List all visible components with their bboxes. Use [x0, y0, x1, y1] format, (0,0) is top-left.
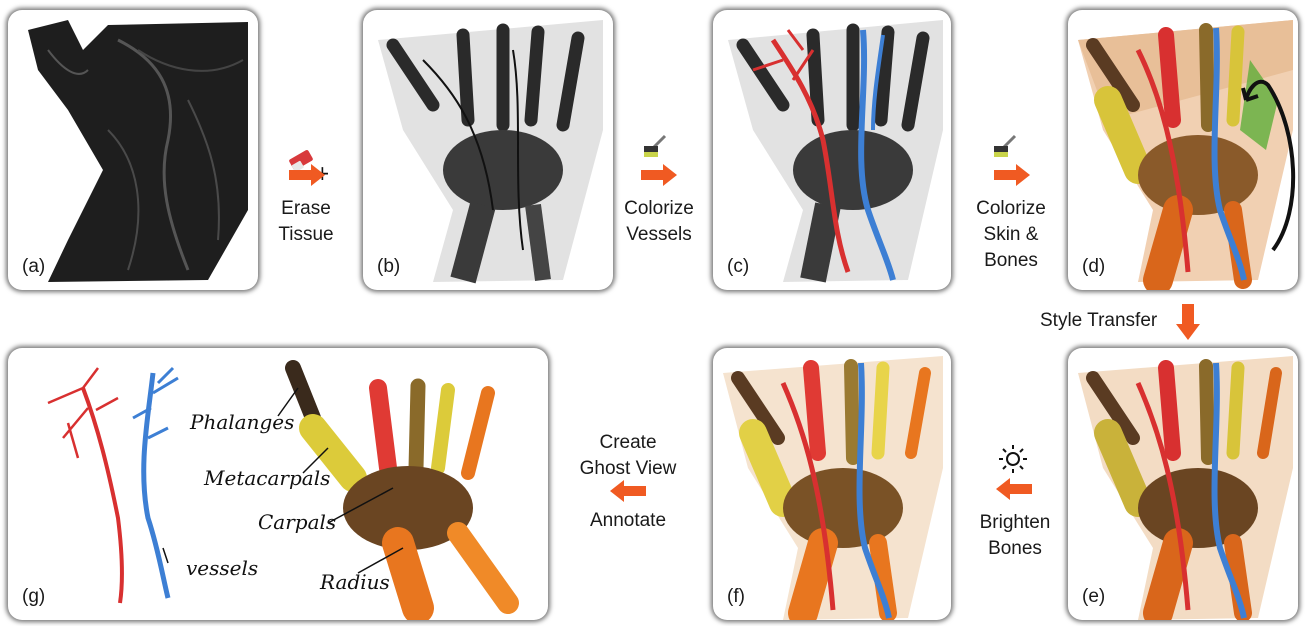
panel-label: (g) [22, 586, 45, 608]
panel-label: (a) [22, 256, 45, 278]
step-line: Bones [970, 536, 1060, 562]
panel-d: (d) [1068, 10, 1298, 290]
arrow-left-ghost [610, 480, 646, 502]
step-style-transfer: Style Transfer [1040, 308, 1180, 334]
step-erase-tissue: Erase Tissue [266, 196, 346, 248]
paint-brush-icon [641, 134, 671, 165]
panel-label: (d) [1082, 256, 1105, 278]
panel-label: (f) [727, 586, 745, 608]
panel-label: (e) [1082, 586, 1105, 608]
step-line: Vessels [614, 222, 704, 248]
annotation-vessels: vessels [186, 556, 258, 580]
step-colorize-vessels: Colorize Vessels [614, 196, 704, 248]
panel-label: (b) [377, 256, 400, 278]
step-brighten-bones: Brighten Bones [970, 510, 1060, 562]
paint-brush-icon [991, 134, 1021, 165]
annotation-radius: Radius [320, 570, 390, 594]
colorized-vessels-render [713, 10, 951, 290]
panel-c: (c) [713, 10, 951, 290]
step-line: Ghost View [568, 456, 688, 482]
step-line: Brighten [970, 510, 1060, 536]
panel-f: (f) [713, 348, 951, 620]
arrow-right-erase [289, 164, 325, 186]
arrow-right-vessels [641, 164, 677, 186]
panel-label: (c) [727, 256, 749, 278]
step-line: Colorize [966, 196, 1056, 222]
skin-volume-render [8, 10, 258, 290]
arrow-down-style [1176, 304, 1200, 340]
panel-b: (b) [363, 10, 613, 290]
annotation-phalanges: Phalanges [190, 410, 294, 434]
step-line: Tissue [266, 222, 346, 248]
step-line: Create [568, 430, 688, 456]
brightened-bones-render [713, 348, 951, 620]
arrow-right-skin [994, 164, 1030, 186]
step-line: Bones [966, 248, 1056, 274]
step-line: Skin & [966, 222, 1056, 248]
style-transfer-render [1068, 348, 1298, 620]
panel-a: (a) [8, 10, 258, 290]
step-colorize-skin-bones: Colorize Skin & Bones [966, 196, 1056, 274]
step-line: Erase [266, 196, 346, 222]
step-create-ghost-view: Create Ghost View [568, 430, 688, 482]
step-line: Annotate [578, 508, 678, 534]
annotation-metacarpals: Metacarpals [204, 466, 330, 490]
panel-g: Phalanges Metacarpals Carpals vessels Ra… [8, 348, 548, 620]
annotation-carpals: Carpals [258, 510, 336, 534]
step-annotate: Annotate [578, 508, 678, 534]
step-line: Colorize [614, 196, 704, 222]
panel-e: (e) [1068, 348, 1298, 620]
colorized-skin-bones-render [1068, 10, 1298, 290]
arrow-left-brighten [996, 478, 1032, 500]
step-line: Style Transfer [1040, 308, 1180, 334]
sun-icon [998, 444, 1028, 479]
bones-vessels-render [363, 10, 613, 290]
